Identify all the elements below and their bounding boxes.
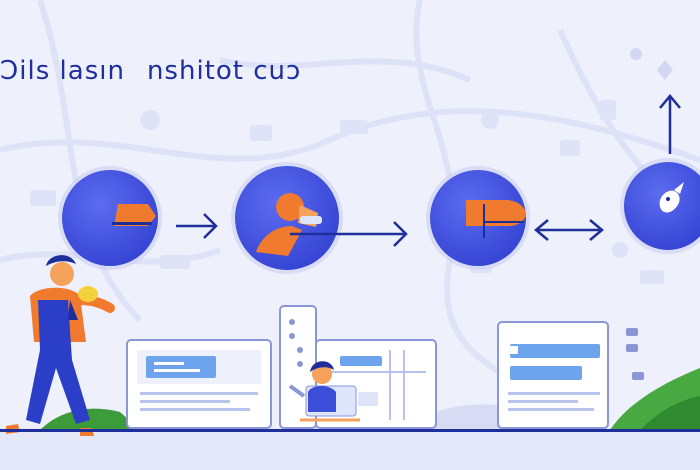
ground-line: [0, 429, 700, 432]
folder-icon: [466, 200, 526, 238]
arrow-both: [534, 219, 604, 241]
laptop-screen[interactable]: [126, 339, 272, 429]
flow-node-folder[interactable]: [426, 166, 530, 270]
flow-node-bird[interactable]: [620, 158, 700, 254]
title-part-2: nshitot cuↄ: [146, 56, 302, 86]
arrow-right-2: [290, 221, 408, 247]
title-part-1: Ɔils lasın: [0, 56, 125, 86]
highlight-bar: [146, 356, 216, 378]
flow-node-user[interactable]: [231, 162, 343, 274]
arrow-up: [659, 94, 681, 154]
flow-node-cloud[interactable]: [58, 166, 162, 270]
monitor-screen[interactable]: [497, 321, 609, 429]
flow-diagram: [58, 94, 700, 274]
arrow-right-1: [176, 213, 218, 239]
walking-person: [6, 255, 115, 436]
cloud-icon: [112, 204, 156, 226]
side-icons: [626, 328, 644, 380]
green-hill-left: [40, 408, 140, 430]
sitting-person: [288, 361, 360, 422]
ground: [0, 428, 700, 470]
coffee-cup: [78, 286, 98, 302]
page-title: Ɔils lasın nshitot cuↄ: [0, 56, 301, 86]
bird-icon: [659, 182, 684, 213]
